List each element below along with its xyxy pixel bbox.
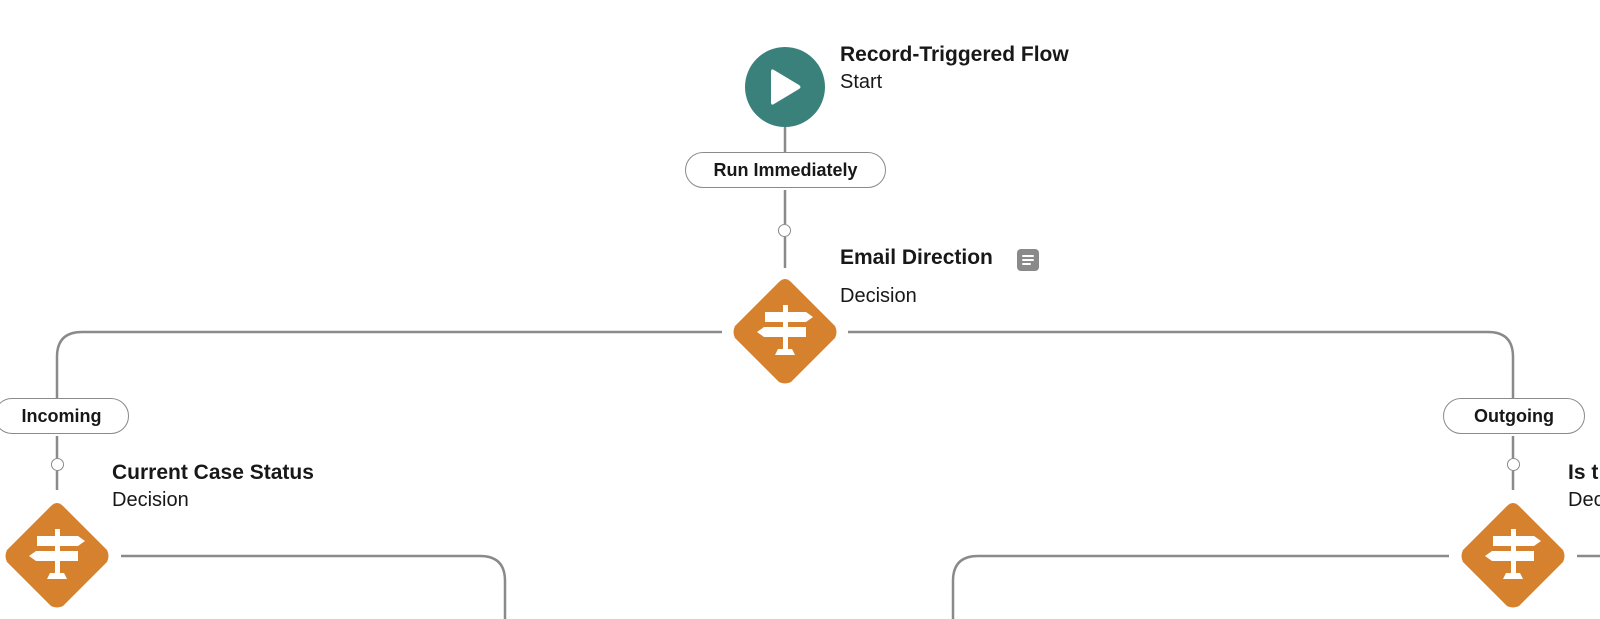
decision-node-outgoing[interactable] [1458,501,1568,611]
signpost-icon [757,305,813,355]
outgoing-add-element-dot[interactable] [1507,458,1520,471]
decision-title-outgoing: Is t [1568,461,1599,484]
description-icon[interactable] [1017,249,1039,271]
outgoing-outcome-label[interactable]: Outgoing [1443,398,1585,434]
start-node-title: Record-Triggered Flow [840,43,1069,66]
start-node[interactable] [745,47,825,127]
connector-decision-to-outgoing [848,330,1515,398]
signpost-icon [29,529,85,579]
run-immediately-path-label[interactable]: Run Immediately [685,152,886,188]
connector-decision-to-incoming [55,330,722,398]
add-element-dot[interactable] [778,224,791,237]
signpost-icon [1485,529,1541,579]
decision-node-email-direction[interactable] [730,277,840,387]
decision-subtitle-current-case-status: Decision [112,489,189,511]
decision-title-current-case-status: Current Case Status [112,461,314,484]
incoming-add-element-dot[interactable] [51,458,64,471]
play-icon [771,69,801,105]
decision-node-current-case-status[interactable] [2,501,112,611]
connector-incoming-decision-branch [121,554,507,619]
start-node-subtitle: Start [840,71,883,93]
incoming-outcome-label[interactable]: Incoming [0,398,129,434]
connector-outgoing-decision-left-branch [951,554,1449,619]
decision-subtitle-outgoing: Dec [1568,489,1600,511]
decision-subtitle-email-direction: Decision [840,285,917,307]
decision-title-email-direction: Email Direction [840,246,993,269]
